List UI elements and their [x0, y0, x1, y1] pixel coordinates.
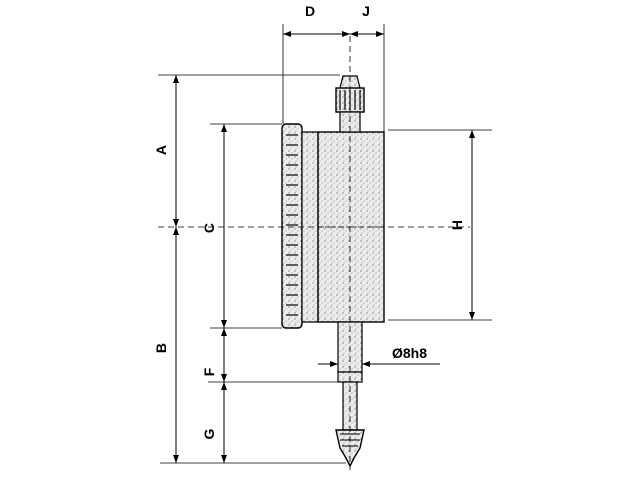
dimension-j [350, 31, 384, 37]
dimension-d [283, 31, 350, 37]
label-h: H [449, 220, 465, 230]
dimension-h [469, 130, 475, 320]
dimension-stem-diameter [318, 361, 440, 367]
dimension-a [173, 75, 179, 227]
label-c: C [201, 223, 217, 233]
label-j: J [362, 3, 370, 19]
bezel-knurl-marks [286, 134, 298, 316]
dimension-c [221, 124, 227, 328]
top-cap [335, 75, 365, 133]
dimension-g [221, 382, 227, 463]
dimension-f [221, 328, 227, 382]
dimension-b [173, 227, 179, 463]
indicator-body [281, 123, 385, 329]
label-stem-diameter: Ø8h8 [392, 345, 427, 361]
stem-and-spindle [335, 321, 365, 468]
label-b: B [153, 343, 169, 353]
label-d: D [305, 3, 315, 19]
label-a: A [153, 145, 169, 155]
label-f: F [201, 367, 217, 376]
extension-lines [158, 24, 492, 464]
label-g: G [201, 428, 217, 439]
